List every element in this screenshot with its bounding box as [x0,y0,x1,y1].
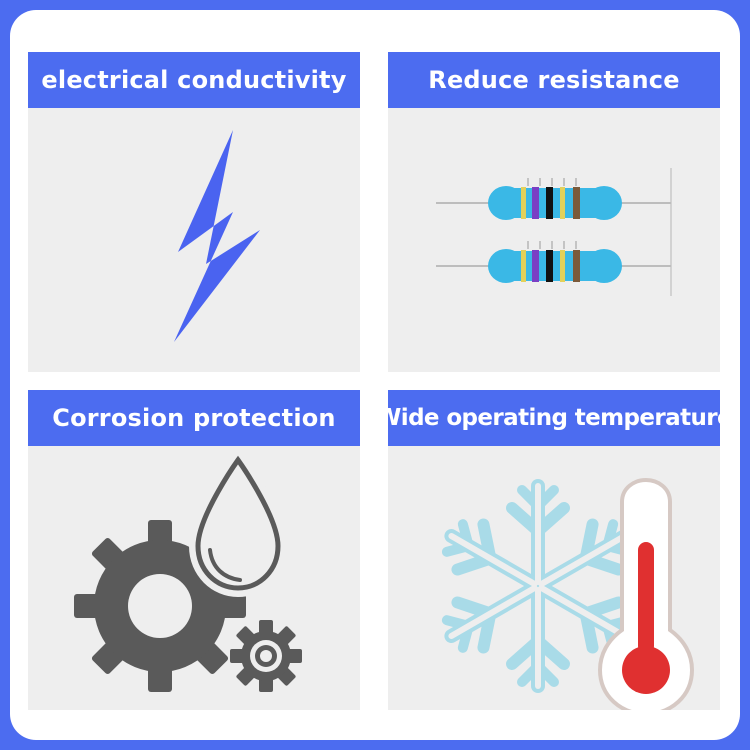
panel-electrical-conductivity: electrical conductivity [28,52,360,372]
snowflake-thermometer-icon [441,477,695,710]
panel-title: electrical conductivity [28,52,360,108]
gear-water-drop-icon [74,446,302,692]
lightning-bolt-icon [174,130,260,342]
panel-title: Reduce resistance [388,52,720,108]
panel-title: Corrosion protection [28,390,360,446]
panel-wide-operating-temperature: Wide operating temperature [388,390,720,710]
resistor-icon [436,168,672,296]
panel-reduce-resistance: Reduce resistance [388,52,720,372]
panel-title: Wide operating temperature [388,390,720,446]
panel-corrosion-protection: Corrosion protection [28,390,360,710]
